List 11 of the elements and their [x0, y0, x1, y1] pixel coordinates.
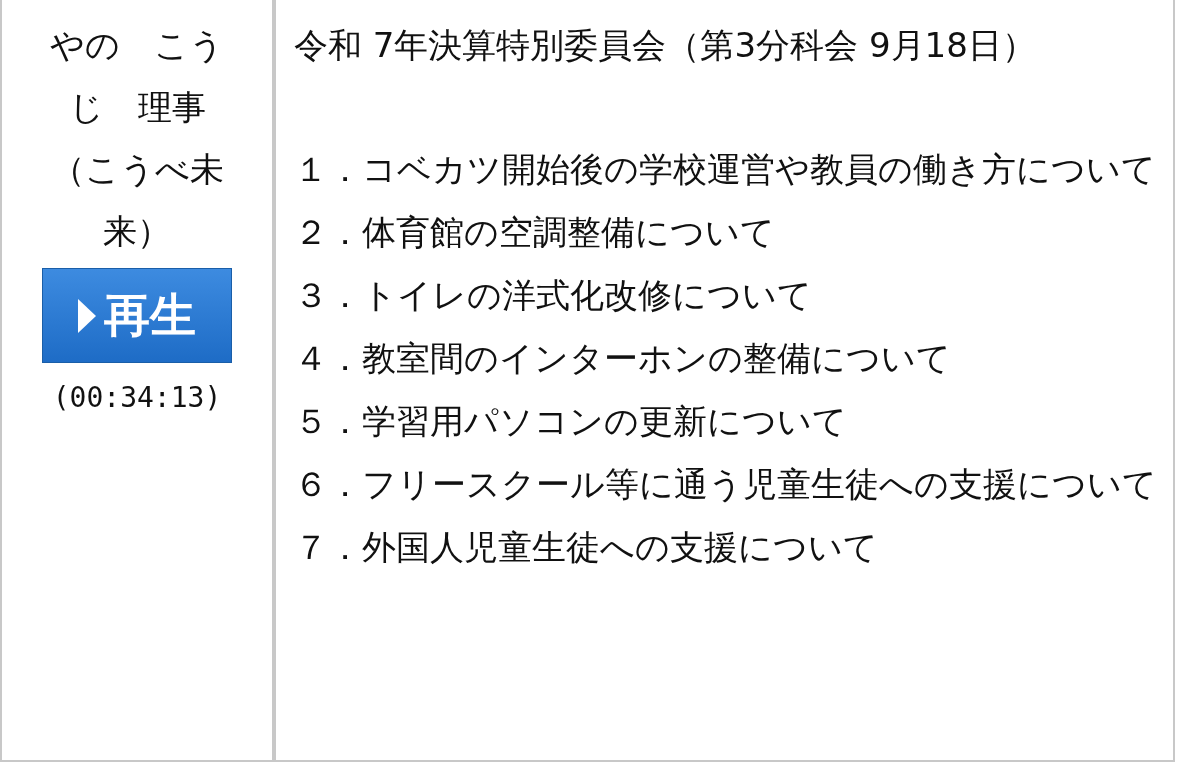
- agenda-item: ６．フリースクール等に通う児童生徒への支援について: [294, 463, 1158, 506]
- agenda-item: ３．トイレの洋式化改修について: [294, 274, 813, 317]
- agenda-item: ２．体育館の空調整備について: [294, 211, 776, 254]
- agenda-item: １．コベカツ開始後の学校運営や教員の働き方について: [294, 148, 1157, 191]
- agenda-item: ７．外国人児童生徒への支援について: [294, 526, 879, 569]
- agenda-item: ４．教室間のインターホンの整備について: [294, 337, 952, 380]
- timestamp: (00:34:13): [51, 380, 223, 416]
- agenda-item: ５．学習用パソコンの更新について: [294, 400, 848, 443]
- speaker-name: やの こうじ 理事（こうべ未来）: [49, 24, 225, 253]
- meeting-title: 令和 7年決算特別委員会（第3分科会 9月18日）: [294, 24, 1037, 67]
- play-button: 再生: [42, 268, 232, 363]
